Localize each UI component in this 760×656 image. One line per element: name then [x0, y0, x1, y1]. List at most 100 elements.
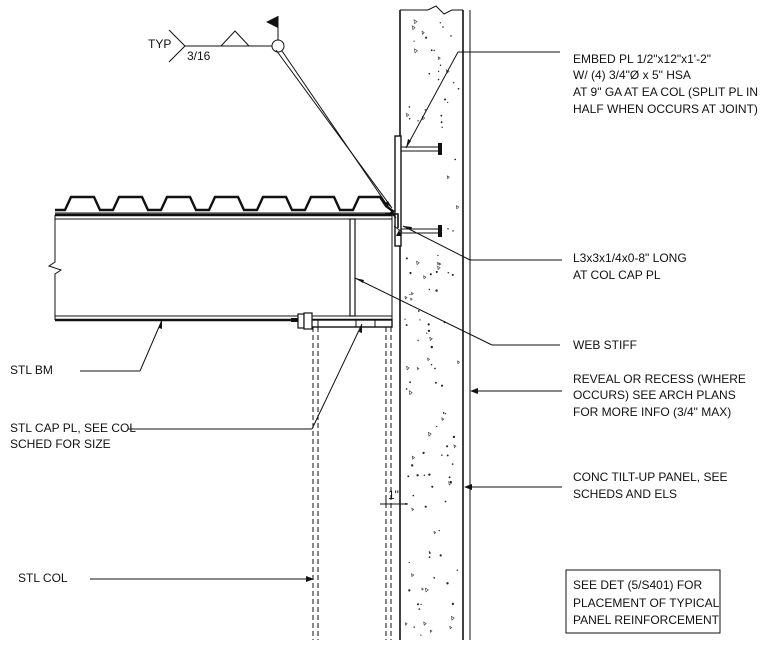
concrete-speck [420, 634, 422, 636]
concrete-speck [448, 481, 452, 486]
concrete-speck [446, 454, 449, 457]
concrete-speck [447, 228, 449, 230]
gap-dimension-text: 1" [388, 488, 399, 502]
concrete-speck [405, 257, 408, 260]
concrete-speck [416, 474, 419, 477]
cap-pl-line-2: SCHED FOR SIZE [10, 437, 111, 451]
concrete-speck [437, 254, 439, 257]
concrete-speck [417, 339, 419, 342]
concrete-speck [413, 626, 415, 628]
concrete-speck [433, 49, 435, 52]
concrete-speck [407, 475, 410, 478]
steel-column [312, 327, 392, 640]
concrete-speck [411, 455, 416, 460]
concrete-speck [446, 445, 449, 448]
concrete-tilt-up-panel [399, 5, 464, 640]
concrete-speck [411, 464, 414, 467]
concrete-speck [447, 101, 449, 103]
concrete-speck [421, 30, 425, 35]
concrete-speck [455, 205, 460, 210]
concrete-speck [423, 275, 427, 280]
embed-pl-line-1: EMBED PL 1/2"x12"x1'-2" [573, 52, 711, 66]
concrete-stipple [404, 19, 461, 636]
concrete-speck [425, 36, 428, 39]
concrete-speck [452, 82, 455, 84]
concrete-speck [434, 381, 437, 384]
concrete-speck [411, 291, 414, 296]
concrete-speck [427, 329, 431, 333]
gap-dimension: 1" [380, 488, 408, 508]
concrete-speck [410, 297, 413, 301]
concrete-speck [433, 530, 437, 535]
concrete-speck [405, 324, 408, 327]
concrete-speck [440, 121, 443, 124]
concrete-speck [446, 175, 450, 180]
note-line-1: SEE DET (5/S401) FOR [573, 578, 702, 592]
concrete-speck [447, 271, 450, 274]
concrete-speck [442, 412, 445, 414]
concrete-speck [414, 48, 418, 54]
concrete-speck [441, 126, 443, 128]
concrete-speck [435, 289, 438, 292]
concrete-speck [417, 310, 420, 312]
concrete-speck [423, 474, 426, 477]
concrete-speck [430, 345, 433, 349]
concrete-speck [429, 629, 433, 633]
embed-pl-line-2: W/ (4) 3/4"Ø x 5" HSA [573, 68, 691, 82]
concrete-speck [413, 40, 415, 42]
concrete-speck [428, 473, 431, 476]
concrete-speck [438, 529, 440, 532]
concrete-speck [428, 556, 431, 558]
concrete-speck [437, 56, 441, 61]
weld-size-text: 3/16 [187, 49, 211, 63]
concrete-speck [444, 98, 447, 101]
concrete-speck [440, 114, 443, 117]
concrete-speck [419, 319, 421, 321]
concrete-speck [416, 366, 420, 371]
concrete-speck [424, 109, 427, 111]
weld-all-around-circle [271, 39, 285, 53]
weld-typ-text: TYP [148, 37, 171, 51]
concrete-speck [409, 293, 411, 296]
concrete-speck [420, 603, 422, 606]
leader-cap-pl [128, 323, 363, 430]
concrete-speck [409, 381, 412, 384]
concrete-speck [457, 87, 460, 90]
concrete-speck [406, 365, 410, 371]
concrete-speck [451, 615, 455, 621]
concrete-speck [441, 454, 443, 456]
concrete-speck [411, 573, 415, 578]
concrete-speck [452, 230, 454, 232]
headed-stud-upper [401, 143, 442, 155]
concrete-speck [433, 577, 436, 579]
break-line [47, 215, 63, 320]
web-stiffener [349, 218, 356, 317]
concrete-speck [441, 417, 445, 421]
leader-panel [464, 484, 562, 490]
concrete-speck [436, 425, 438, 428]
concrete-speck [442, 26, 444, 28]
concrete-speck [439, 64, 442, 67]
concrete-speck [429, 552, 431, 554]
concrete-speck [408, 589, 411, 592]
concrete-speck [448, 476, 451, 479]
leader-reveal [470, 388, 562, 394]
concrete-speck [416, 603, 420, 606]
embed-pl-line-3: AT 9" GA AT EA COL (SPLIT PL IN [573, 85, 758, 99]
label-web-stiff: WEB STIFF [573, 338, 637, 352]
reveal-line-2: OCCURS) SEE ARCH PLANS [573, 388, 736, 402]
concrete-speck [408, 118, 411, 120]
concrete-speck [453, 444, 457, 449]
concrete-speck [408, 106, 411, 108]
label-cap-pl: STL CAP PL, SEE COL SCHED FOR SIZE [10, 421, 136, 451]
concrete-speck [427, 357, 431, 362]
label-panel: CONC TILT-UP PANEL, SEE SCHEDS AND ELS [573, 470, 728, 501]
concrete-speck [422, 451, 425, 454]
weld-symbol: TYP 3/16 [148, 16, 397, 219]
concrete-speck [418, 608, 421, 610]
concrete-speck [444, 413, 447, 415]
concrete-speck [405, 388, 408, 390]
field-weld-flag-icon [266, 16, 278, 28]
note-line-2: PLACEMENT OF TYPICAL [573, 596, 720, 610]
